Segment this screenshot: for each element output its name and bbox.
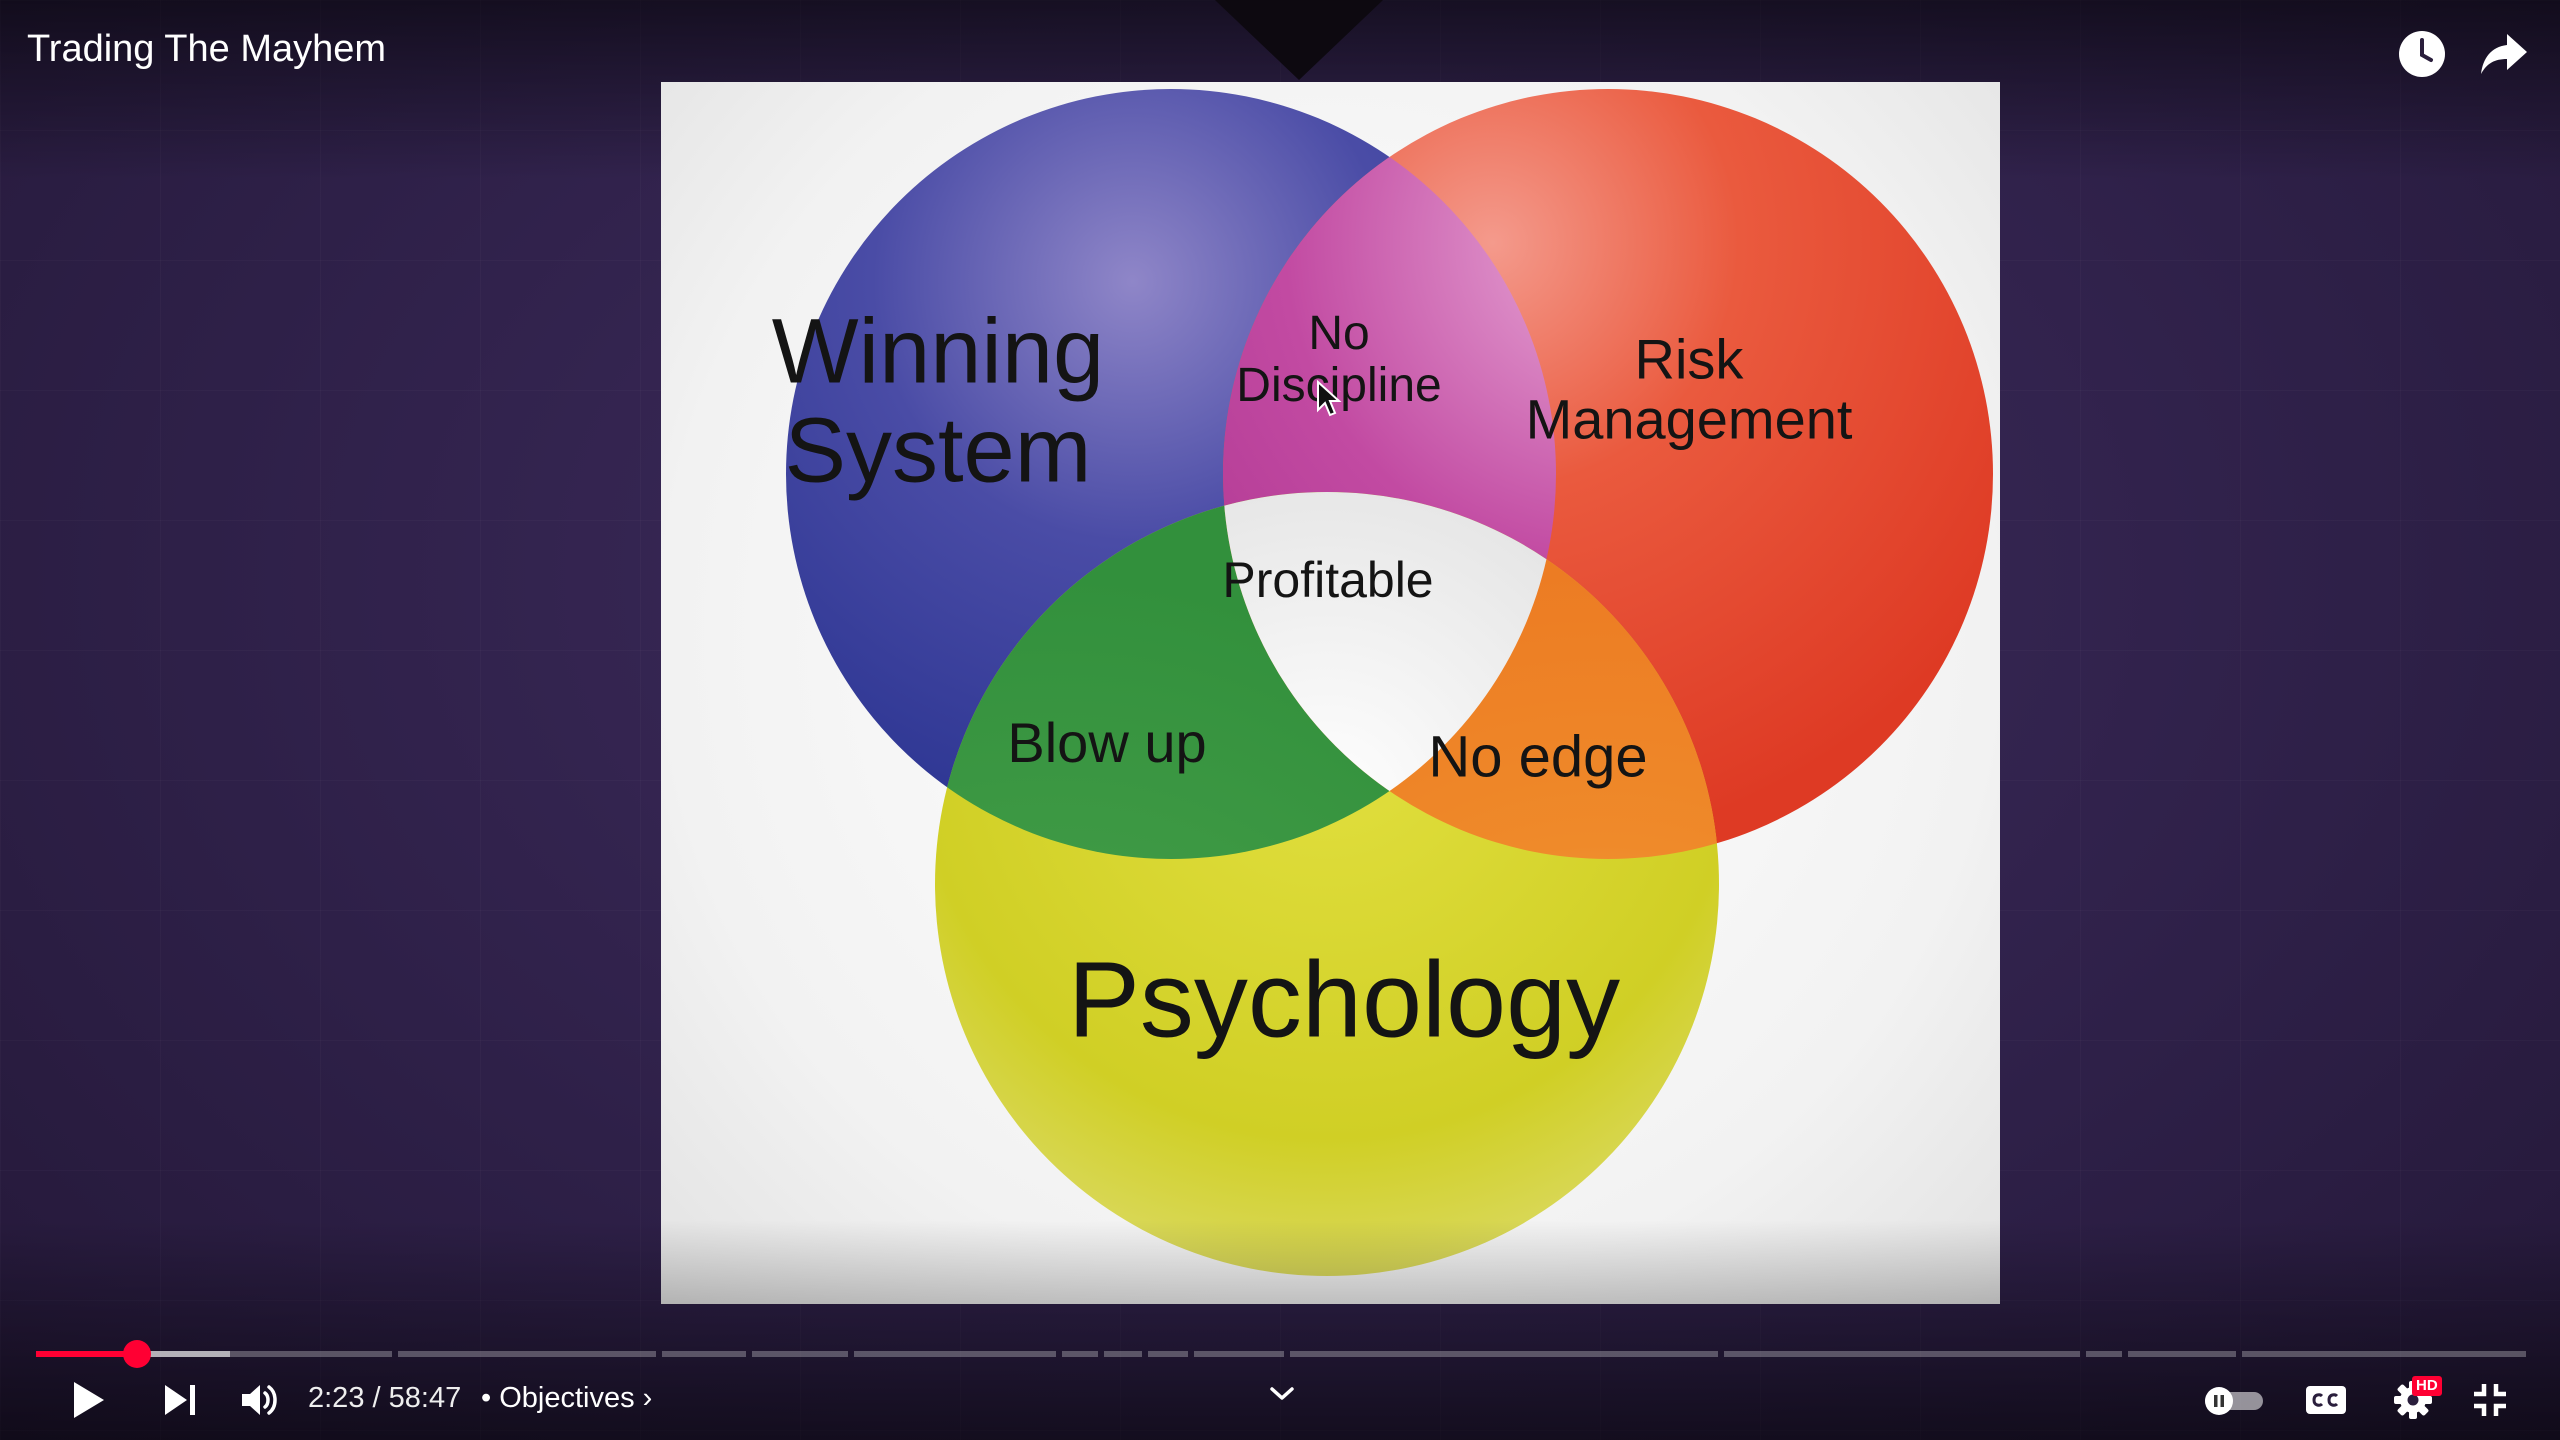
chapter-segment[interactable] [1062, 1351, 1098, 1357]
chapter-segment[interactable] [1104, 1351, 1142, 1357]
time-separator: / [372, 1382, 381, 1414]
autoplay-toggle-icon [2205, 1387, 2263, 1415]
chapter-segment[interactable] [1290, 1351, 1718, 1357]
label-blow-up: Blow up [1007, 710, 1207, 774]
chapter-chevron-icon: › [642, 1382, 653, 1414]
chapter-segment[interactable] [398, 1351, 656, 1357]
clock-icon [2399, 31, 2445, 77]
duration: 58:47 [388, 1382, 462, 1414]
chapter-segment[interactable] [1194, 1351, 1284, 1357]
overlap-no-edge [1223, 492, 1719, 859]
label-winning-system: Winning System [771, 300, 1105, 502]
mouse-cursor-icon [1317, 380, 1342, 417]
label-psychology: Psychology [1067, 938, 1621, 1060]
captions-button[interactable] [2298, 1372, 2354, 1428]
chapter-name: Objectives [499, 1382, 635, 1414]
chapter-segment[interactable] [2242, 1351, 2526, 1357]
chapters-expand-button[interactable] [1262, 1376, 1302, 1412]
skip-next-icon [165, 1385, 195, 1415]
progress-scrubber-handle[interactable] [123, 1340, 151, 1368]
play-button[interactable] [60, 1372, 116, 1428]
chapter-segment[interactable] [854, 1351, 1056, 1357]
current-time: 2:23 [308, 1382, 365, 1414]
progress-played [36, 1351, 137, 1357]
share-button[interactable] [2474, 24, 2534, 84]
chapter-segment[interactable] [2086, 1351, 2122, 1357]
chevron-down-icon [1270, 1387, 1294, 1400]
video-frame-slide: Winning System Risk Management No Discip… [661, 82, 2000, 1304]
time-display: 2:23 / 58:47 [308, 1382, 461, 1415]
chapter-segment[interactable] [2128, 1351, 2236, 1357]
next-video-button[interactable] [152, 1372, 208, 1428]
exit-fullscreen-button[interactable] [2462, 1372, 2518, 1428]
exit-fullscreen-icon [2474, 1384, 2506, 1416]
label-no-edge: No edge [1428, 724, 1648, 790]
chapter-bullet: • [481, 1382, 492, 1414]
cc-icon [2306, 1386, 2346, 1414]
chapter-segment[interactable] [1724, 1351, 2080, 1357]
play-icon [74, 1382, 104, 1418]
top-notch-decoration [1215, 0, 1383, 80]
video-title[interactable]: Trading The Mayhem [27, 28, 387, 70]
chapter-segment[interactable] [1148, 1351, 1188, 1357]
venn-diagram [786, 89, 1993, 1276]
share-arrow-icon [2481, 34, 2527, 74]
progress-bar[interactable] [36, 1340, 2526, 1368]
chapter-title-button[interactable]: • Objectives › [481, 1382, 652, 1415]
label-no-discipline: No Discipline [1236, 307, 1442, 412]
label-risk-management: Risk Management [1525, 327, 1853, 451]
label-profitable: Profitable [1222, 552, 1434, 608]
autoplay-toggle[interactable] [2202, 1372, 2266, 1428]
bottom-gradient [0, 1220, 2560, 1440]
volume-icon [242, 1385, 277, 1415]
hd-badge: HD [2412, 1376, 2442, 1396]
chapter-segment[interactable] [662, 1351, 746, 1357]
watch-later-button[interactable] [2392, 24, 2452, 84]
chapter-segment[interactable] [752, 1351, 848, 1357]
mute-button[interactable] [230, 1372, 290, 1428]
settings-button[interactable]: HD [2378, 1372, 2448, 1428]
